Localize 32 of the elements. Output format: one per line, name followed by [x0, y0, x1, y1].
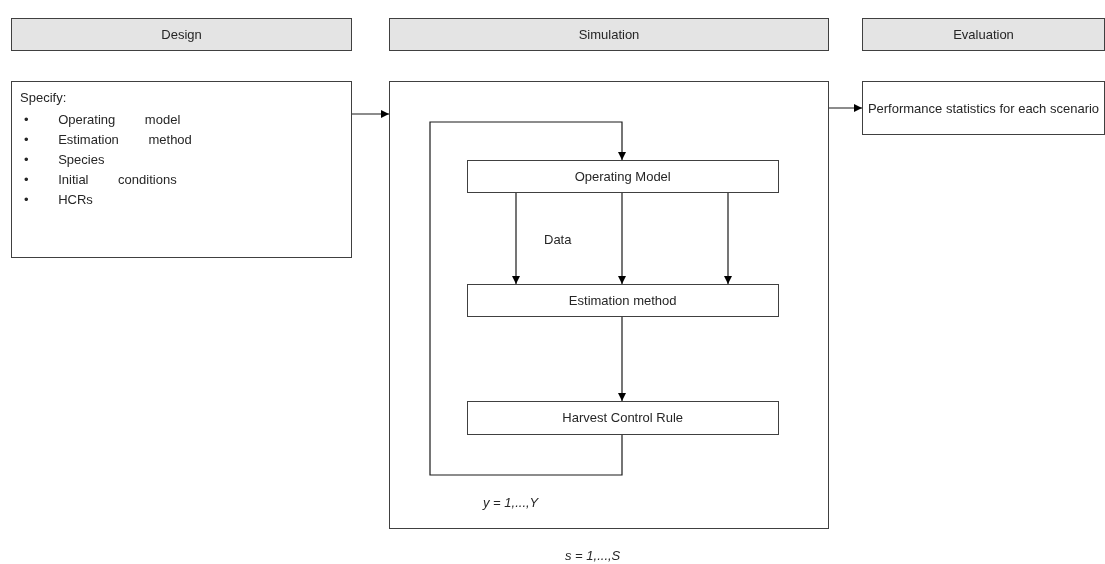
process-box [466, 159, 779, 193]
box-label: Estimation method [568, 292, 677, 308]
bullet-item: • Initial conditions [24, 171, 178, 189]
phase-header [862, 18, 1105, 51]
process-box [862, 81, 1105, 135]
header-title: Simulation [578, 27, 640, 42]
box-label: Operating Model [574, 168, 671, 184]
phase-header [389, 18, 829, 51]
bullet-item: • HCRs [24, 191, 94, 209]
box-label: Harvest Control Rule [562, 410, 683, 426]
box-label: Performance statistics for each scenario [867, 100, 1100, 116]
scenario-index: s = 1,...,S [565, 548, 621, 563]
arrow [618, 316, 626, 402]
loop-index: y = 1,...,Y [483, 495, 539, 510]
arrow [351, 110, 390, 118]
bullet-item: • Estimation method [24, 131, 193, 149]
arrow [429, 121, 626, 476]
bullet-item: • Operating model [24, 111, 182, 129]
arrow [512, 192, 520, 285]
arrow [724, 192, 732, 285]
simulation-frame [389, 81, 829, 529]
process-box [466, 283, 779, 317]
phase-header [11, 18, 352, 51]
header-title: Evaluation [953, 27, 1014, 42]
header-title: Design [161, 27, 202, 42]
arrow [618, 192, 626, 285]
arrow [828, 104, 863, 112]
list-heading: Specify: [20, 89, 68, 107]
specification-box [11, 81, 352, 258]
bullet-item: • Species [24, 151, 106, 169]
process-box [466, 400, 779, 435]
annotation-text: Data [544, 232, 572, 247]
